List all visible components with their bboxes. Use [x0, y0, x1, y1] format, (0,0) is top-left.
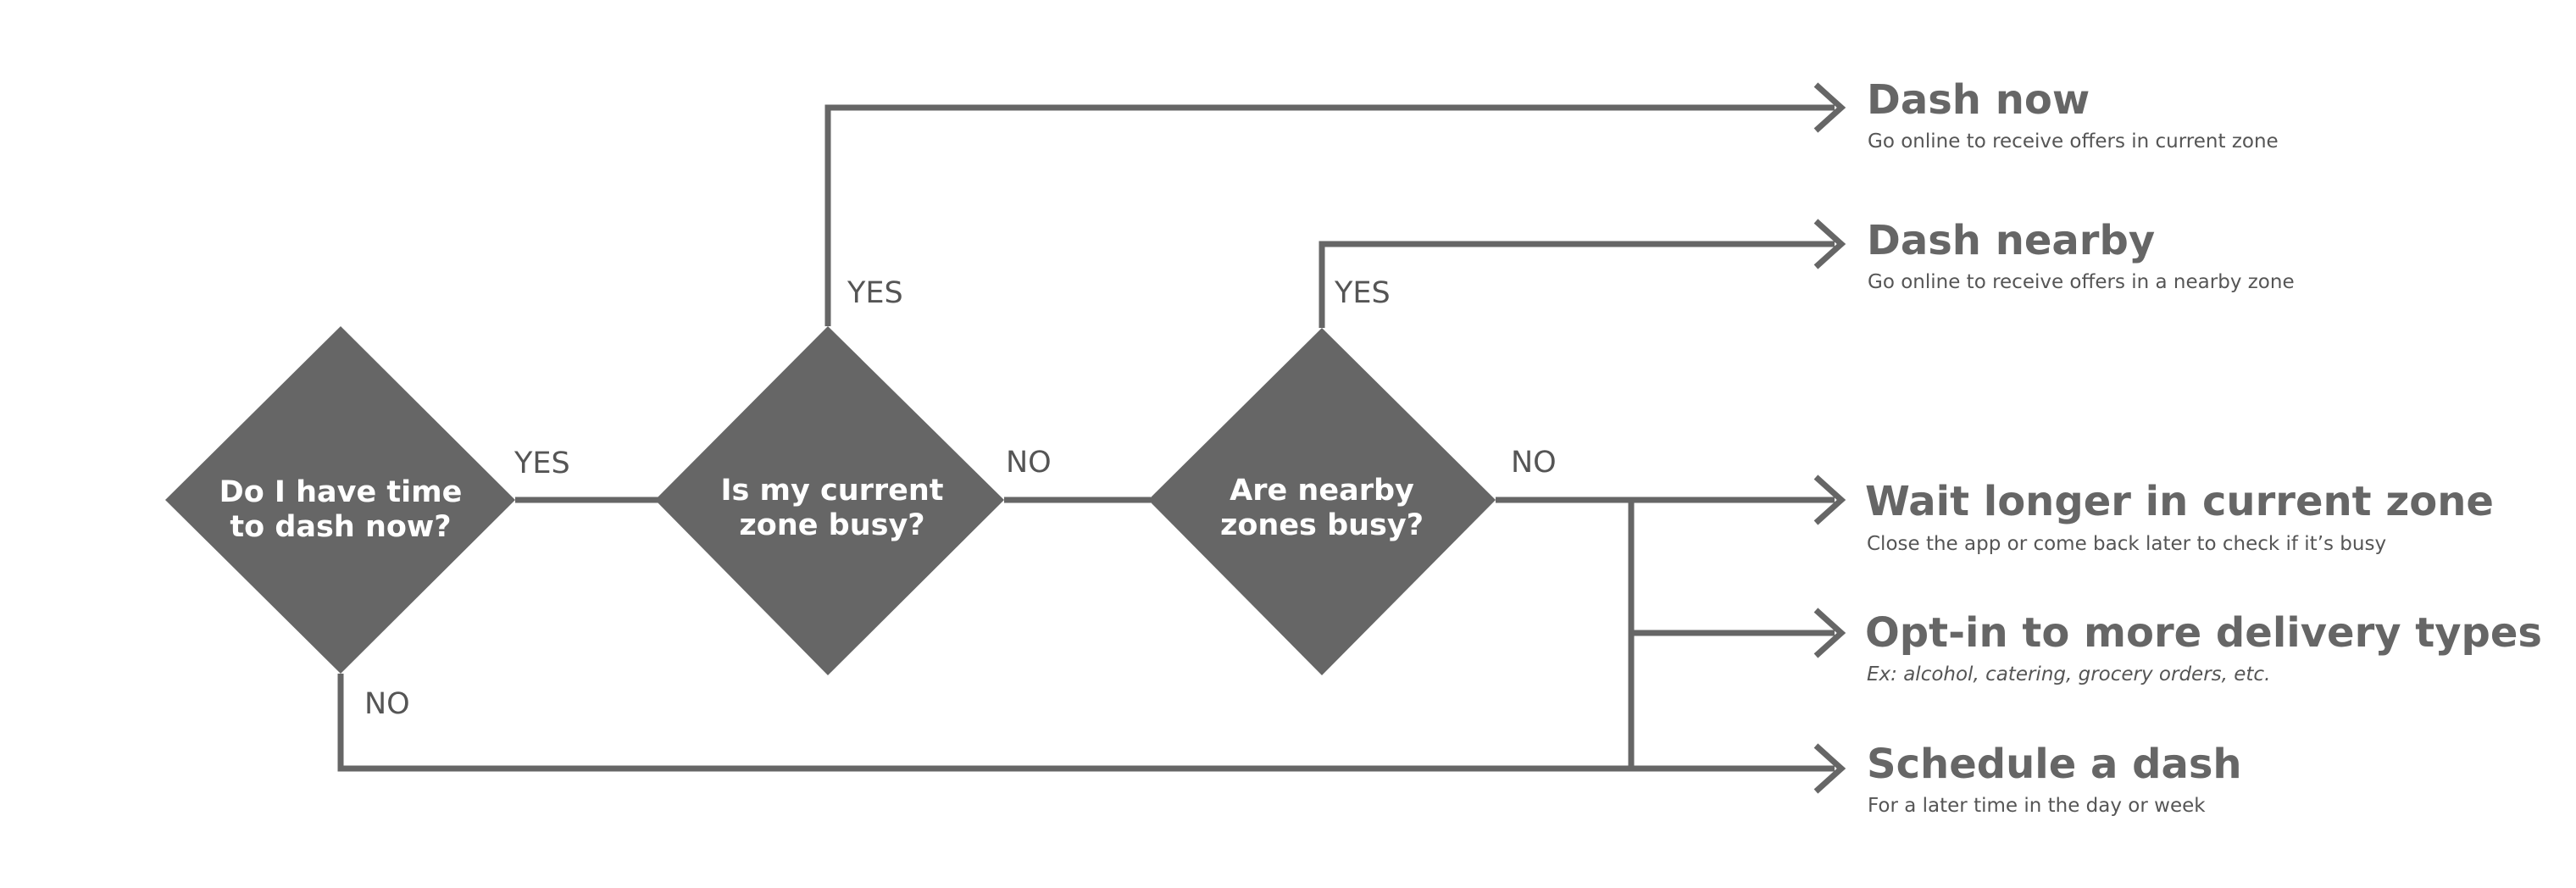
arrowhead-opt-in: [1813, 608, 1846, 658]
decision-line-2: zone busy?: [739, 508, 924, 542]
decision-2: Is my current zone busy?: [655, 326, 1004, 675]
outcome-description: Go online to receive offers in a nearby …: [1868, 271, 2295, 293]
connector-d3-yes: [1319, 241, 1835, 328]
decision-diamond: [165, 326, 515, 674]
outcome-schedule: Schedule a dash For a later time in the …: [1867, 741, 2242, 817]
outcome-title: Dash nearby: [1867, 217, 2155, 264]
arrowhead-wait-longer: [1813, 475, 1846, 525]
branch-labels: YES NO YES NO YES NO: [364, 276, 1557, 721]
outcome-opt-in: Opt-in to more delivery types Ex: alcoho…: [1865, 609, 2542, 685]
outcome-title: Schedule a dash: [1867, 741, 2242, 788]
decision-3: Are nearby zones busy?: [1148, 328, 1496, 675]
outcome-description: Close the app or come back later to chec…: [1867, 533, 2386, 555]
arrowhead-dash-nearby: [1813, 219, 1846, 269]
decision-diamond: [655, 326, 1004, 675]
decision-line-2: to dash now?: [230, 510, 451, 544]
branch-label-d1-no: NO: [364, 687, 410, 721]
outcome-title: Dash now: [1867, 76, 2090, 124]
decision-line-1: Do I have time: [219, 475, 463, 509]
decision-1: Do I have time to dash now?: [165, 326, 515, 674]
connector-d2-yes: [824, 104, 1835, 326]
arrowhead-dash-now: [1813, 82, 1846, 133]
outcome-title: Opt-in to more delivery types: [1865, 609, 2542, 657]
branch-label-d1-yes: YES: [514, 447, 570, 480]
branch-label-d3-yes: YES: [1334, 276, 1391, 310]
branch-label-d3-no: NO: [1511, 446, 1557, 480]
decision-line-1: Is my current: [720, 474, 943, 508]
branch-label-d2-yes: YES: [847, 276, 903, 310]
arrowhead-schedule: [1813, 743, 1846, 794]
decision-diamond: [1148, 328, 1496, 675]
outcome-description: For a later time in the day or week: [1868, 795, 2206, 817]
outcome-wait-longer: Wait longer in current zone Close the ap…: [1865, 478, 2494, 555]
arrowheads: [1813, 82, 1846, 794]
branch-label-d2-no: NO: [1006, 446, 1052, 480]
outcome-dash-nearby: Dash nearby Go online to receive offers …: [1867, 217, 2295, 293]
outcome-description: Ex: alcohol, catering, grocery orders, e…: [1867, 663, 2270, 685]
connectors: [337, 104, 1835, 772]
connector-d1-no: [337, 674, 1835, 772]
outcome-description: Go online to receive offers in current z…: [1868, 130, 2279, 153]
outcome-title: Wait longer in current zone: [1865, 478, 2494, 525]
decision-line-1: Are nearby: [1230, 474, 1414, 508]
decision-line-2: zones busy?: [1220, 508, 1424, 542]
outcome-dash-now: Dash now Go online to receive offers in …: [1867, 76, 2279, 153]
